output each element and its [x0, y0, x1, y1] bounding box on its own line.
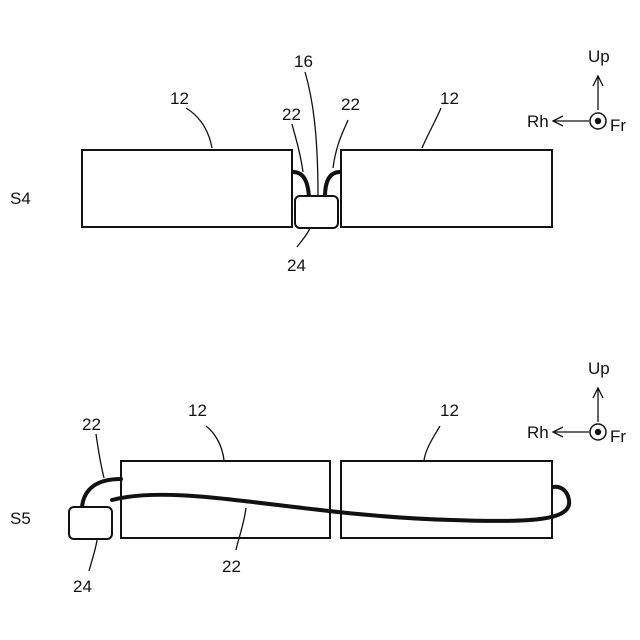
s5-fr-label: Fr [610, 427, 626, 446]
s4-right-module [341, 150, 552, 227]
step-s4-diagram: S4 12 12 16 22 22 24 Up Rh [10, 47, 626, 275]
s5-up-label: Up [588, 359, 610, 378]
s5-right-module-leader [424, 426, 440, 460]
s4-right-cable [325, 172, 340, 197]
s4-up-label: Up [588, 47, 610, 66]
s5-left-module-number: 12 [188, 401, 207, 420]
s5-left-module-leader [206, 426, 224, 460]
s4-gap-leader [305, 72, 318, 196]
s4-direction-indicator: Up Rh Fr [527, 47, 626, 135]
s4-right-cable-number: 22 [341, 95, 360, 114]
s4-right-module-leader [422, 108, 441, 148]
s5-lower-cable-number: 22 [222, 557, 241, 576]
s5-right-module-number: 12 [440, 401, 459, 420]
s5-direction-indicator: Up Rh Fr [527, 359, 626, 446]
s5-upper-cable-number: 22 [82, 415, 101, 434]
s4-left-module [82, 150, 292, 227]
s5-fr-dot [595, 429, 601, 435]
s4-gap-number: 16 [294, 52, 313, 71]
s5-connector-box [69, 507, 112, 539]
s4-right-module-number: 12 [440, 89, 459, 108]
s4-left-cable-leader [292, 124, 303, 172]
step-s4-label: S4 [10, 189, 31, 208]
s4-fr-label: Fr [610, 116, 626, 135]
s5-right-module [341, 461, 552, 538]
s5-connector-leader [89, 540, 97, 571]
s5-upper-cable [82, 479, 121, 507]
s4-left-cable-number: 22 [282, 105, 301, 124]
s4-left-module-leader [186, 108, 212, 148]
s4-connector-number: 24 [287, 256, 306, 275]
step-s5-diagram: S5 12 12 22 22 24 Up Rh Fr [10, 359, 626, 596]
step-s5-label: S5 [10, 509, 31, 528]
s4-left-module-number: 12 [170, 89, 189, 108]
s5-connector-number: 24 [73, 577, 92, 596]
s4-left-cable [293, 172, 309, 197]
s4-rh-label: Rh [527, 112, 549, 131]
s5-upper-cable-leader [96, 434, 104, 478]
s4-connector-box [295, 196, 338, 228]
s4-fr-dot [595, 118, 601, 124]
s4-connector-leader [297, 228, 310, 247]
s5-rh-label: Rh [527, 423, 549, 442]
